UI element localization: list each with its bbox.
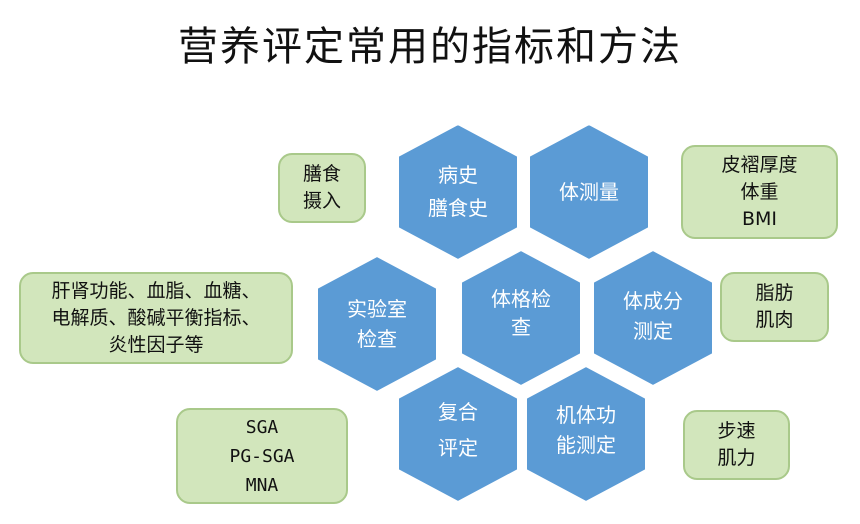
hexagon-anthropometry [528,122,650,262]
hexagon-body-composition-label: 体成分 测定 [623,289,683,343]
hexagon-physical-exam-label: 体格检 查 [491,287,551,339]
box-diet-intake: 膳食 摄入 [278,153,366,223]
hexagon-functional-test-label: 机体功 能测定 [556,403,616,457]
box-lab-indicators: 肝肾功能、血脂、血糖、 电解质、酸碱平衡指标、 炎性因子等 [19,272,293,364]
hexagon-body-composition [592,248,714,388]
hexagon-composite-assessment-label: 复合 评定 [438,400,478,460]
box-skinfold-weight-bmi: 皮褶厚度 体重 BMI [681,145,838,239]
hexagon-functional-test [525,364,647,504]
hexagon-composite-assessment [397,364,519,504]
hexagon-physical-exam [460,248,582,388]
hexagon-medical-history [397,122,519,262]
box-fat-muscle: 脂肪 肌肉 [720,272,829,342]
hexagon-medical-history-label: 病史 膳食史 [428,163,488,220]
box-assessment-scales: SGA PG-SGA MNA [176,408,348,504]
page-title: 营养评定常用的指标和方法 [178,24,682,70]
box-speed-strength: 步速 肌力 [683,410,790,480]
hexagon-anthropometry-label: 体测量 [559,179,619,204]
hexagon-laboratory [316,254,438,394]
hexagon-laboratory-label: 实验室 检查 [347,297,407,351]
